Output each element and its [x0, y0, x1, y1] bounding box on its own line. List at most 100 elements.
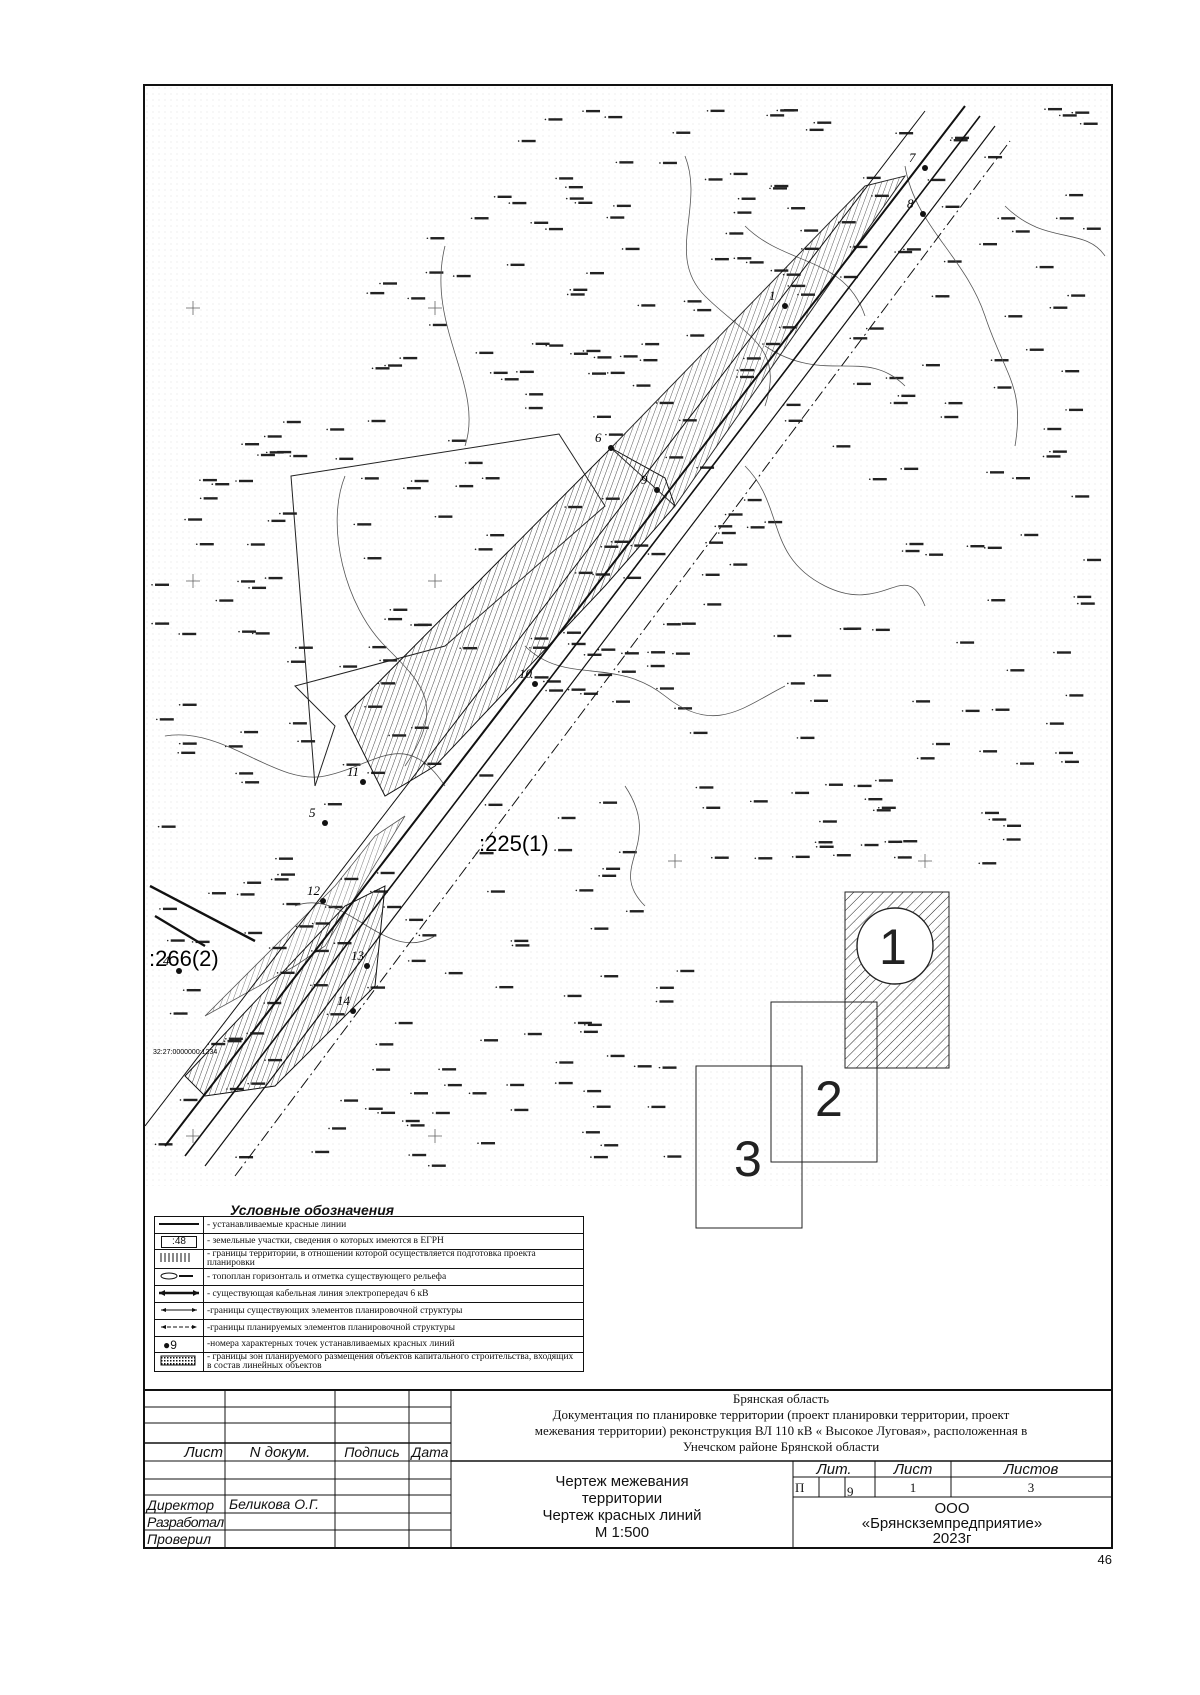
header-date: Дата [411, 1444, 449, 1460]
elevation-mark [435, 1111, 450, 1115]
elevation-point [916, 757, 919, 760]
elevation-point [894, 251, 896, 253]
elevation-mark [478, 548, 493, 551]
elevation-point [612, 700, 614, 703]
elevation-point [791, 792, 793, 794]
elevation-point [805, 129, 808, 131]
elevation-point [405, 919, 407, 921]
elevation-point [208, 892, 210, 895]
elevation-mark [376, 1068, 391, 1071]
elevation-mark [853, 337, 868, 340]
elevation-point [265, 451, 268, 454]
elevation-mark [680, 969, 695, 973]
elevation-point [495, 986, 498, 988]
elevation-point [656, 986, 658, 989]
elevation-mark [1086, 227, 1101, 230]
elevation-mark [479, 851, 494, 855]
elevation-point [733, 211, 736, 214]
elevation-point [865, 327, 868, 330]
elevation-point [178, 703, 181, 706]
elevation-mark [878, 779, 893, 782]
elevation-point [984, 156, 986, 158]
elevation-point [925, 553, 927, 556]
elevation-mark [371, 419, 386, 423]
elevation-point [480, 1039, 482, 1042]
elevation-point [243, 881, 245, 884]
point-number: 12 [307, 883, 321, 898]
elevation-mark [697, 308, 712, 312]
elevation-mark [162, 907, 177, 911]
elevation-mark [155, 622, 170, 625]
elevation-point [632, 384, 635, 387]
org-year: 2023г [932, 1530, 972, 1547]
elevation-mark [1087, 558, 1102, 562]
elevation-mark [780, 109, 795, 112]
elevation-mark [624, 652, 639, 655]
elevation-point [484, 804, 487, 806]
elevation-mark [651, 651, 666, 654]
elevation-point [370, 890, 372, 893]
elevation-point [598, 874, 600, 877]
elevation-mark [594, 927, 609, 930]
elevation-point [658, 1066, 661, 1069]
elevation-mark [484, 1039, 499, 1042]
elevation-mark [332, 1127, 347, 1130]
header-sheet: Лист [184, 1444, 223, 1461]
elevation-mark [514, 939, 529, 943]
elevation-mark [1052, 450, 1067, 453]
drawing-title-line-3: Чертеж красных линий [542, 1507, 702, 1524]
elevation-mark [705, 573, 720, 576]
elevation-mark [411, 959, 426, 963]
elevation-mark [388, 617, 403, 621]
elevation-point [987, 599, 990, 602]
elevation-mark [790, 682, 805, 685]
elevation-mark [909, 542, 924, 546]
elevation-mark [493, 371, 508, 375]
elevation-mark [608, 115, 623, 119]
elevation-mark [984, 811, 999, 815]
elevation-point [619, 355, 622, 358]
elevation-mark [438, 515, 453, 518]
elevation-mark [983, 242, 998, 246]
elevation-mark [753, 800, 768, 803]
elevation-point [182, 989, 185, 991]
elevation-point [686, 334, 689, 337]
elevation-mark [447, 1083, 462, 1087]
elevation-point [530, 676, 533, 679]
elevation-point [770, 269, 773, 272]
elevation-mark [935, 742, 950, 746]
legend-symbol: ●9 [154, 1336, 204, 1353]
elevation-mark [651, 1105, 666, 1109]
elevation-point [621, 652, 623, 655]
elevation-point [340, 1099, 342, 1102]
elevation-point [247, 543, 249, 546]
elevation-point [776, 109, 779, 112]
elevation-mark [1058, 751, 1073, 755]
elevation-point [151, 622, 153, 625]
elevation-point [593, 416, 595, 418]
elevation-point [813, 121, 816, 124]
elevation-point [860, 844, 863, 846]
elevation-point [927, 179, 930, 181]
elevation-mark [497, 195, 512, 199]
elevation-point [493, 196, 496, 198]
point-marker [320, 898, 326, 904]
elevation-point [1016, 762, 1018, 765]
elevation-point [746, 526, 749, 529]
point-number: 8 [907, 196, 914, 211]
parcel-label-left: :266(2) [149, 946, 219, 971]
elevation-point [335, 458, 338, 460]
elevation-point [1043, 428, 1046, 430]
legend-text: - устанавливаемые красные линии [203, 1216, 584, 1234]
legend-symbol: :48 [154, 1233, 204, 1250]
elevation-mark [327, 803, 342, 806]
elevation-point [510, 940, 513, 942]
elevation-point [545, 344, 548, 347]
elevation-mark [1029, 348, 1044, 351]
elevation-point [389, 608, 392, 611]
legend-text: -границы существующих элементов планиров… [203, 1302, 584, 1320]
elevation-mark [269, 451, 284, 454]
elevation-point [1053, 651, 1055, 654]
elevation-point [983, 547, 986, 549]
elevation-mark [286, 420, 301, 424]
